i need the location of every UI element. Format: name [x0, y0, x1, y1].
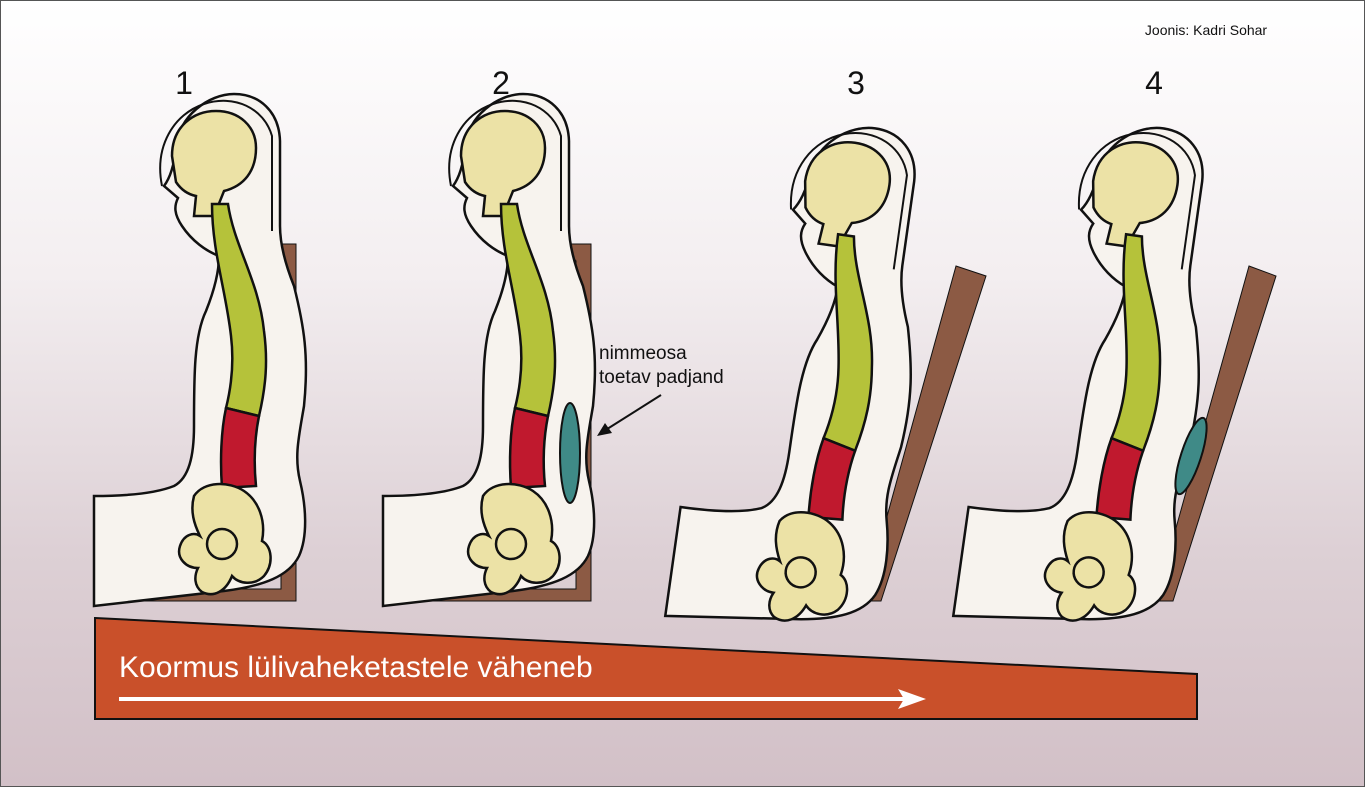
callout: nimmeosa toetav padjand — [597, 343, 724, 436]
figure-1 — [94, 94, 306, 606]
callout-arrowhead — [597, 423, 612, 436]
figure-number-1: 1 — [175, 65, 193, 101]
load-banner: Koormus lülivaheketastele väheneb — [95, 618, 1197, 719]
person-2 — [383, 94, 595, 606]
lumbar-cushion-2 — [560, 403, 580, 503]
figure-number-3: 3 — [847, 65, 865, 101]
callout-line-1: nimmeosa — [599, 343, 687, 364]
figure-2 — [383, 94, 595, 606]
person-4 — [953, 109, 1234, 646]
banner-text: Koormus lülivaheketastele väheneb — [119, 651, 593, 684]
callout-line-2: toetav padjand — [599, 367, 724, 388]
credit-text: Joonis: Kadri Sohar — [1145, 22, 1268, 38]
person-1 — [94, 94, 306, 606]
callout-arrow-line — [604, 395, 661, 431]
figure-number-4: 4 — [1145, 65, 1163, 101]
figure-4 — [953, 109, 1276, 646]
